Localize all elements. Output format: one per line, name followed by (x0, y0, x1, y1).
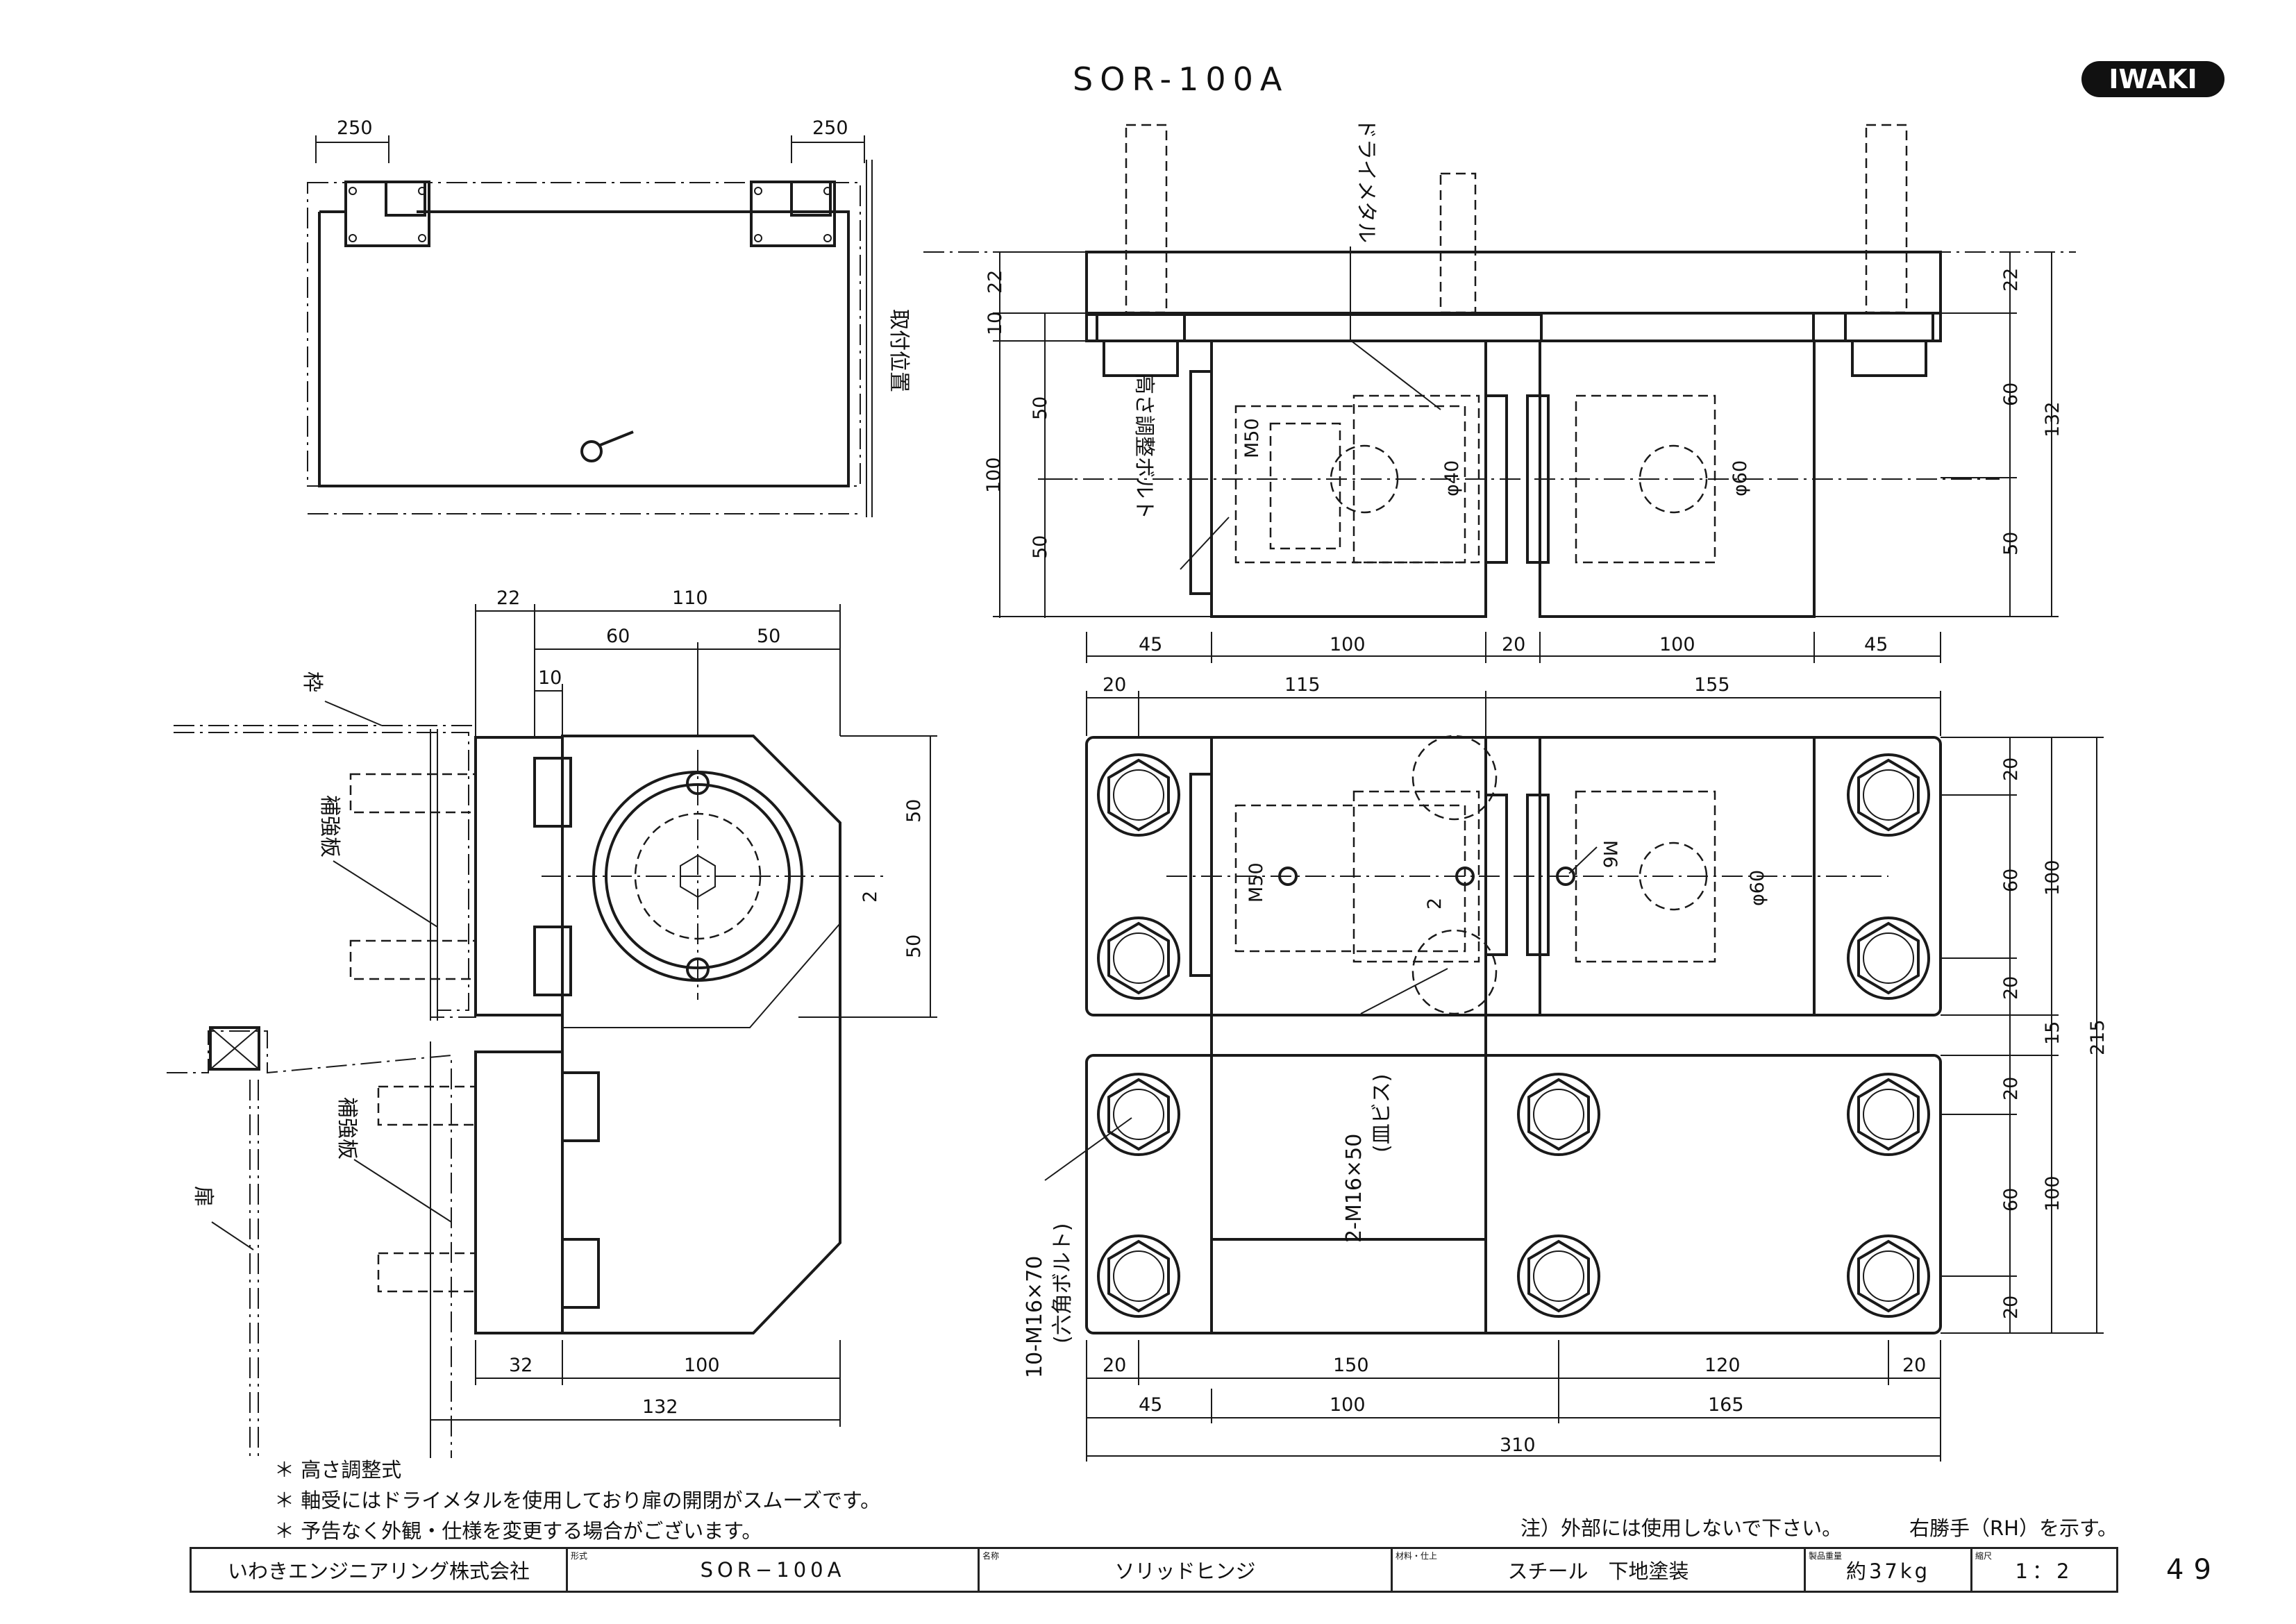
svg-text:20: 20 (2000, 976, 2022, 1000)
mount-position-label: 取付位置 (887, 309, 911, 392)
svg-text:132: 132 (642, 1396, 678, 1418)
material-caption: 材料・仕上 (1396, 1551, 1438, 1561)
svg-text:60: 60 (2000, 383, 2022, 406)
svg-text:100: 100 (2042, 1175, 2063, 1212)
svg-text:50: 50 (2000, 532, 2022, 555)
svg-text:10: 10 (984, 312, 1006, 335)
top-view: M50 M6 φ60 2 2-M16×50 (皿ビス) 10-M16×70 (六… (1023, 674, 2109, 1462)
frame-label: 枠 (300, 671, 324, 692)
svg-text:100: 100 (983, 457, 1005, 493)
reinforce-label-2: 補強板 (335, 1097, 359, 1160)
note-line: ＊ 高さ調整式 (274, 1458, 402, 1482)
top-2: 2 (1424, 898, 1446, 910)
note-line: ＊ 予告なく外観・仕様を変更する場合がございます。 (274, 1519, 762, 1543)
svg-text:IWAKI: IWAKI (2109, 64, 2197, 94)
svg-text:100: 100 (2042, 860, 2063, 896)
bolt-spec-label: 10-M16×70 (1023, 1256, 1047, 1378)
weight-cell: 製品重量 約37kg (1806, 1549, 1972, 1591)
svg-text:155: 155 (1694, 674, 1730, 696)
note-line: ＊ 軸受にはドライメタルを使用しており扉の開閉がスムーズです。 (274, 1489, 881, 1512)
name-caption: 名称 (982, 1551, 1000, 1561)
front-view: ドライメタル 高さ調整ボルト M50 φ40 φ60 22 10 50 100 … (923, 118, 2076, 663)
top-m6: M6 (1599, 840, 1620, 868)
scale-caption: 縮尺 (1975, 1551, 1993, 1561)
svg-text:32: 32 (509, 1355, 533, 1376)
scale-value: 1：2 (2015, 1559, 2074, 1583)
door-label: 扉 (191, 1186, 215, 1207)
title-block: いわきエンジニアリング株式会社 形式 SOR−100A 名称 ソリッドヒンジ 材… (190, 1547, 2118, 1593)
svg-text:165: 165 (1708, 1394, 1744, 1416)
svg-text:60: 60 (606, 626, 630, 647)
svg-text:310: 310 (1500, 1434, 1536, 1456)
svg-text:10: 10 (538, 667, 562, 689)
side-view: 枠 補強板 補強板 扉 22 110 60 50 10 50 2 50 3 (167, 587, 937, 1458)
svg-text:45: 45 (1139, 634, 1162, 655)
svg-text:22: 22 (2000, 268, 2022, 292)
svg-text:20: 20 (2000, 757, 2022, 781)
company-cell: いわきエンジニアリング株式会社 (192, 1549, 568, 1591)
page-number: 49 (2166, 1554, 2221, 1586)
name-value: ソリッドヒンジ (1114, 1559, 1256, 1583)
reinforce-label-1: 補強板 (317, 795, 342, 857)
scale-cell: 縮尺 1：2 (1972, 1549, 2116, 1591)
svg-text:60: 60 (2000, 1188, 2022, 1212)
svg-text:2: 2 (860, 891, 881, 903)
svg-text:15: 15 (2042, 1021, 2063, 1045)
bolt-type-label: (六角ボルト) (1050, 1223, 1075, 1343)
dry-metal-label: ドライメタル (1354, 118, 1378, 243)
caution-note: 注）外部には使用しないで下さい。 (1520, 1516, 1843, 1540)
model-title: SOR-100A (1073, 60, 1289, 98)
svg-text:110: 110 (672, 587, 708, 609)
screw-type-label: (皿ビス) (1370, 1074, 1394, 1153)
svg-text:120: 120 (1704, 1355, 1741, 1376)
front-m50: M50 (1241, 418, 1263, 458)
model-cell: 形式 SOR−100A (568, 1549, 980, 1591)
weight-value: 約37kg (1845, 1559, 1931, 1583)
svg-text:50: 50 (757, 626, 780, 647)
svg-text:22: 22 (496, 587, 520, 609)
screw-spec-label: 2-M16×50 (1342, 1134, 1366, 1243)
iwaki-logo: IWAKI (2081, 61, 2224, 97)
svg-text:20: 20 (1502, 634, 1525, 655)
svg-text:132: 132 (2042, 401, 2063, 437)
material-cell: 材料・仕上 スチール 下地塗装 (1393, 1549, 1806, 1591)
notes-block: ＊ 高さ調整式 ＊ 軸受にはドライメタルを使用しており扉の開閉がスムーズです。 … (274, 1455, 880, 1546)
svg-text:50: 50 (903, 935, 925, 958)
model-caption: 形式 (571, 1551, 588, 1561)
svg-text:50: 50 (903, 799, 925, 823)
weight-caption: 製品重量 (1809, 1551, 1843, 1561)
svg-text:20: 20 (2000, 1077, 2022, 1100)
svg-text:60: 60 (2000, 869, 2022, 892)
material-value: スチール 下地塗装 (1507, 1559, 1689, 1583)
svg-text:50: 50 (1030, 396, 1051, 420)
model-value: SOR−100A (700, 1558, 846, 1582)
svg-text:100: 100 (1659, 634, 1695, 655)
svg-text:20: 20 (1103, 1355, 1126, 1376)
plan-view: 250 250 取付位置 (307, 117, 911, 517)
svg-text:20: 20 (1103, 674, 1126, 696)
svg-text:100: 100 (1330, 1394, 1366, 1416)
svg-text:22: 22 (984, 270, 1006, 294)
name-cell: 名称 ソリッドヒンジ (980, 1549, 1393, 1591)
hand-note: 右勝手（RH）を示す。 (1909, 1516, 2118, 1540)
plan-dim-right: 250 (812, 117, 848, 139)
svg-text:45: 45 (1864, 634, 1888, 655)
plan-dim-left: 250 (337, 117, 373, 139)
svg-text:150: 150 (1333, 1355, 1369, 1376)
company-name: いわきエンジニアリング株式会社 (227, 1559, 530, 1583)
height-bolt-label: 高さ調整ボルト (1132, 374, 1156, 519)
svg-text:50: 50 (1030, 535, 1051, 559)
front-d40: φ40 (1441, 460, 1463, 496)
top-d60: φ60 (1747, 870, 1768, 906)
front-d60: φ60 (1729, 460, 1751, 496)
svg-text:100: 100 (1330, 634, 1366, 655)
svg-text:115: 115 (1284, 674, 1321, 696)
svg-text:20: 20 (1902, 1355, 1926, 1376)
svg-text:45: 45 (1139, 1394, 1162, 1416)
svg-text:100: 100 (684, 1355, 720, 1376)
top-m50: M50 (1246, 862, 1267, 903)
svg-text:20: 20 (2000, 1296, 2022, 1319)
svg-text:215: 215 (2087, 1019, 2109, 1055)
